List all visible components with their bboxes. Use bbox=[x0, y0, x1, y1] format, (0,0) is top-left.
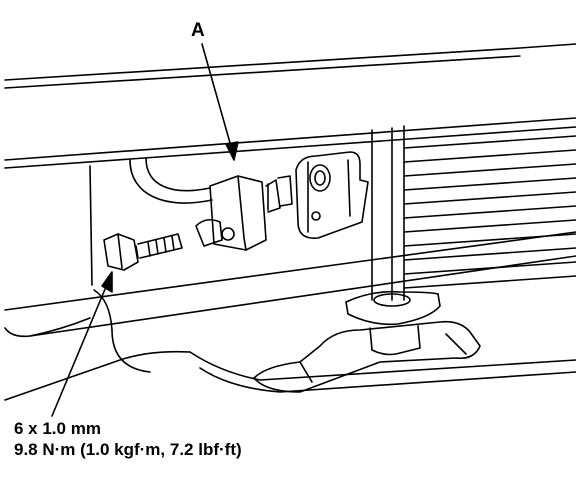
bolt-torque-label: 9.8 N·m (1.0 kgf·m, 7.2 lbf·ft) bbox=[14, 440, 242, 459]
lower-crossmember bbox=[4, 231, 576, 401]
pipe-fitting-block bbox=[195, 175, 293, 251]
bolt-size-label: 6 x 1.0 mm bbox=[14, 419, 101, 438]
refrigerant-pipe bbox=[129, 157, 213, 204]
callout-a-leader bbox=[201, 43, 239, 161]
bolt-spec-leader bbox=[51, 271, 113, 417]
upper-body-panel bbox=[4, 43, 576, 89]
condenser-core bbox=[371, 125, 576, 301]
upper-crossmember bbox=[4, 117, 576, 286]
lower-body-panel bbox=[93, 289, 151, 373]
mounting-bolt bbox=[103, 233, 183, 271]
lower-mount-bushing bbox=[345, 290, 441, 356]
lower-bracket-plate bbox=[253, 320, 481, 393]
callout-label-a: A bbox=[191, 20, 205, 41]
mounting-bracket bbox=[295, 151, 369, 239]
